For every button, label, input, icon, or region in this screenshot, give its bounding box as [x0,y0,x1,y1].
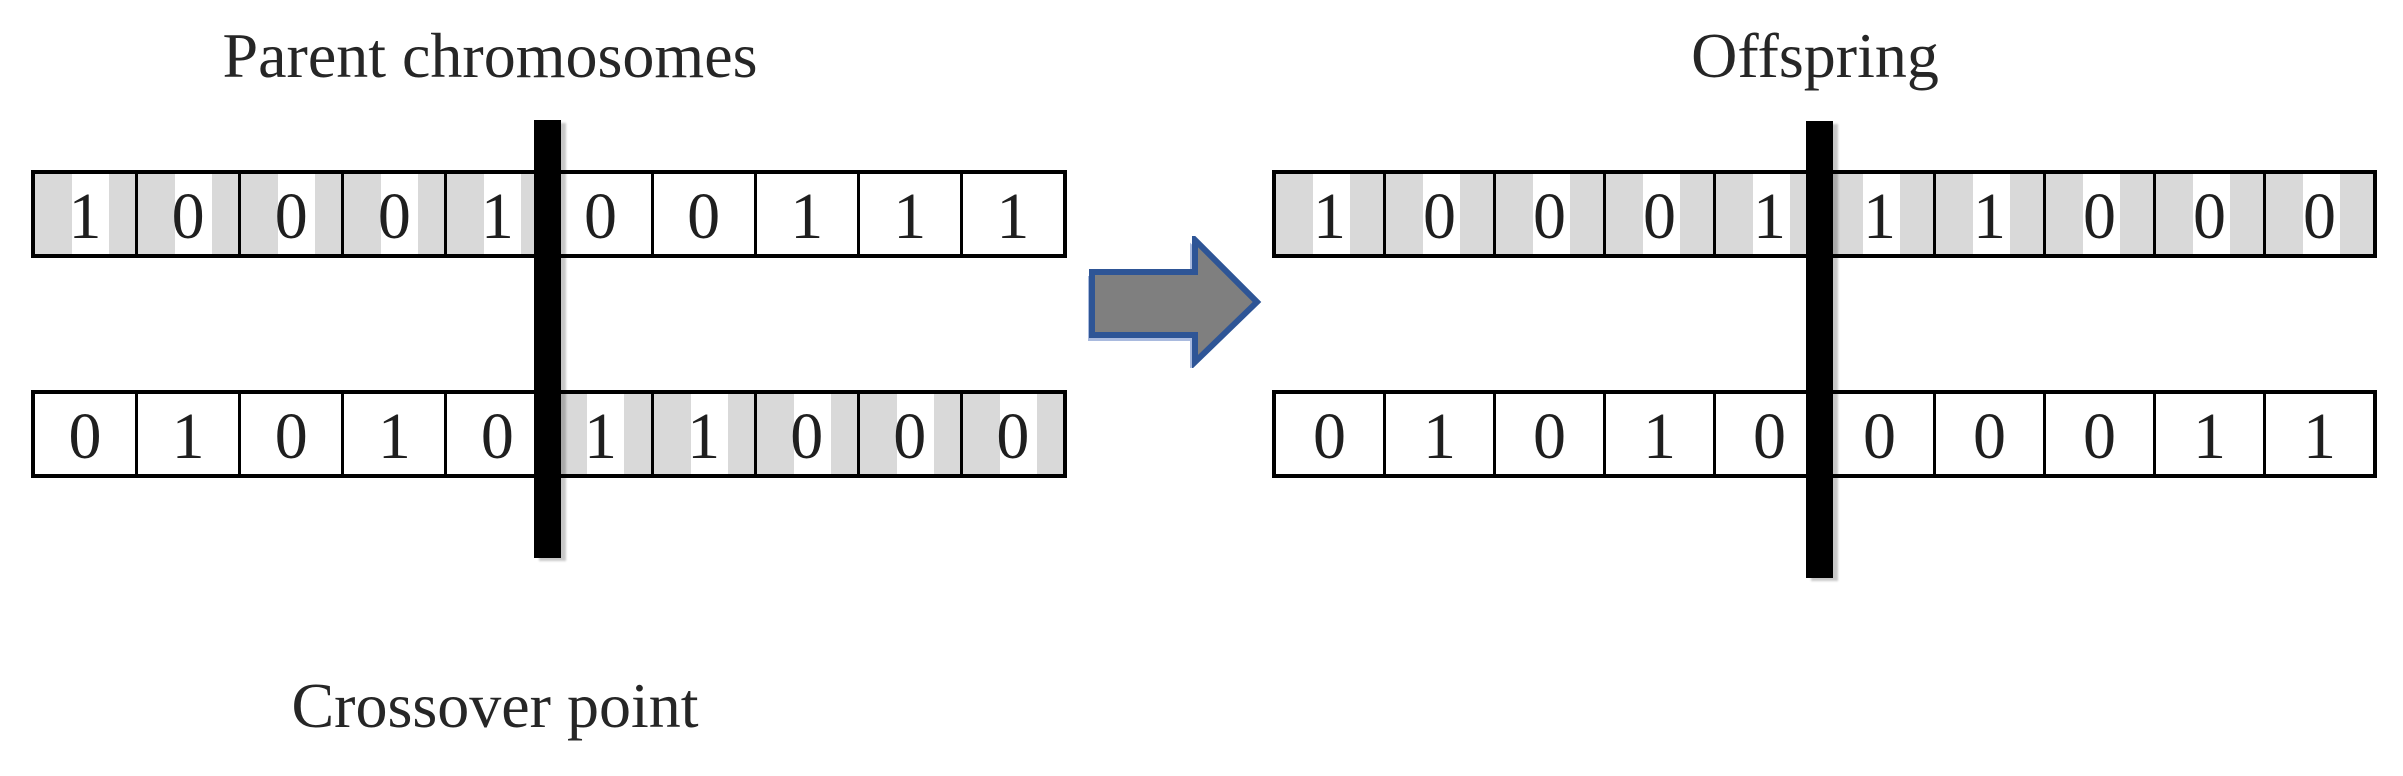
gene-cell: 0 [2043,394,2153,474]
gene-cell: 0 [135,174,239,254]
crossover-line-parents [534,120,561,558]
gene-cell: 0 [1493,174,1603,254]
gene-cell: 1 [1823,174,1933,254]
gene-cell: 0 [68,400,102,473]
gene-cell: 0 [444,394,547,474]
gene-cell: 1 [1933,174,2043,254]
gene-cell: 0 [1493,394,1603,474]
gene-cell: 1 [1383,394,1493,474]
gene-cell: 0 [2263,174,2373,254]
gene-cell: 0 [1933,394,2043,474]
gene-cell: 1 [1713,174,1823,254]
crossover-line-offspring [1806,121,1833,578]
gene-cell: 1 [547,394,651,474]
gene-cell: 1 [959,174,1063,254]
gene-cell: 0 [1713,394,1823,474]
gene-cell: 1 [341,394,444,474]
parents-title: Parent chromosomes [222,20,758,91]
gene-cell: 1 [2153,394,2263,474]
arrow-right-icon [1088,236,1262,368]
gene-cell: 0 [856,394,960,474]
gene-cell: 0 [753,394,857,474]
gene-cell: 0 [547,174,650,254]
gene-cell: 1 [35,174,136,254]
arrow-shape [1089,236,1262,368]
gene-cell: 0 [1603,174,1713,254]
crossover-point-label: Crossover point [291,670,699,741]
gene-cell: 1 [1603,394,1713,474]
gene-cell: 0 [1823,394,1933,474]
gene-cell: 1 [856,174,960,254]
gene-cell: 0 [2043,174,2153,254]
gene-cell: 1 [650,394,754,474]
gene-cell: 0 [2153,174,2263,254]
gene-cell: 0 [959,394,1063,474]
gene-cell: 0 [238,174,342,254]
gene-cell: 1 [2263,394,2373,474]
gene-cell: 1 [135,394,238,474]
offspring-title: Offspring [1691,20,1939,91]
gene-cell: 1 [1276,174,1383,254]
gene-cell: 0 [1313,400,1346,473]
gene-cell: 0 [341,174,445,254]
gene-cell: 1 [444,174,548,254]
gene-cell: 1 [753,174,857,254]
gene-cell: 0 [238,394,341,474]
gene-cell: 0 [1383,174,1493,254]
gene-cell: 0 [650,174,754,254]
